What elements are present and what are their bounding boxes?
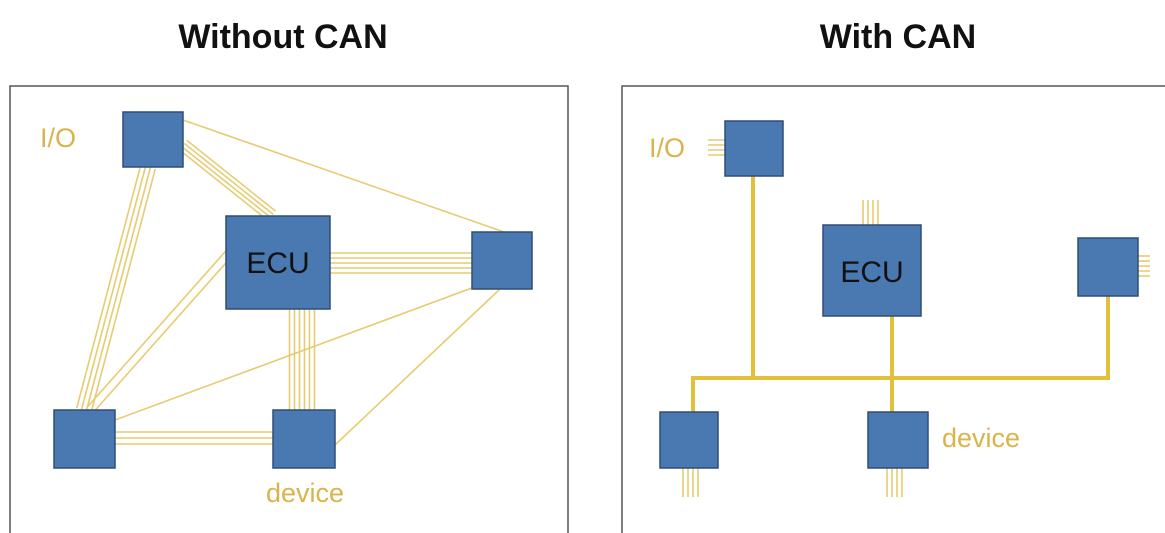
io-node-left [122,111,184,168]
without-can-title: Without CAN [178,18,387,56]
wire-io-to-bottom-left [90,168,157,413]
wire-io-to-ecu [183,142,274,216]
ecu-node-right [822,224,922,317]
right-node-right [1077,237,1139,297]
can-bus [691,176,1110,412]
io-label-right: I/O [649,133,685,163]
wire-ecu-to-bottom-left [86,246,230,408]
wire-ecu-to-bottom-left [92,252,236,414]
ecu-label-left: ECU [246,247,309,280]
io-node-right [724,120,784,177]
wire-io-to-right-node [182,119,505,233]
without-can-frame [9,85,569,533]
device-label-left: device [266,478,344,508]
wire-io-to-ecu [186,139,277,212]
can-bus-main-line [691,296,1110,412]
point-to-point-wiring [75,119,505,446]
io-label-left: I/O [40,123,76,153]
device-node-right [867,411,929,469]
without-can-panel: Without CAN I/O ECU device [9,18,569,533]
wire-io-to-bottom-left [75,164,142,409]
right-node-left [471,231,533,290]
bottom-left-node-right [659,411,719,469]
with-can-frame [621,85,1165,533]
wire-bottom-left-to-right-node [114,284,481,421]
wire-io-to-ecu [178,149,269,222]
device-node-left [272,409,336,469]
wire-io-to-ecu [181,145,272,219]
bottom-left-node-left [53,409,116,469]
with-can-title: With CAN [820,18,976,56]
with-can-panel: With CAN I/O ECU device [621,18,1165,533]
wire-io-to-bottom-left [80,166,147,410]
device-label-right: device [942,423,1020,453]
connector-stubs [682,139,1150,497]
wire-io-to-bottom-left [85,167,152,411]
ecu-node-left [225,215,331,310]
wire-device-to-right-node [334,288,501,446]
ecu-label-right: ECU [840,256,903,289]
